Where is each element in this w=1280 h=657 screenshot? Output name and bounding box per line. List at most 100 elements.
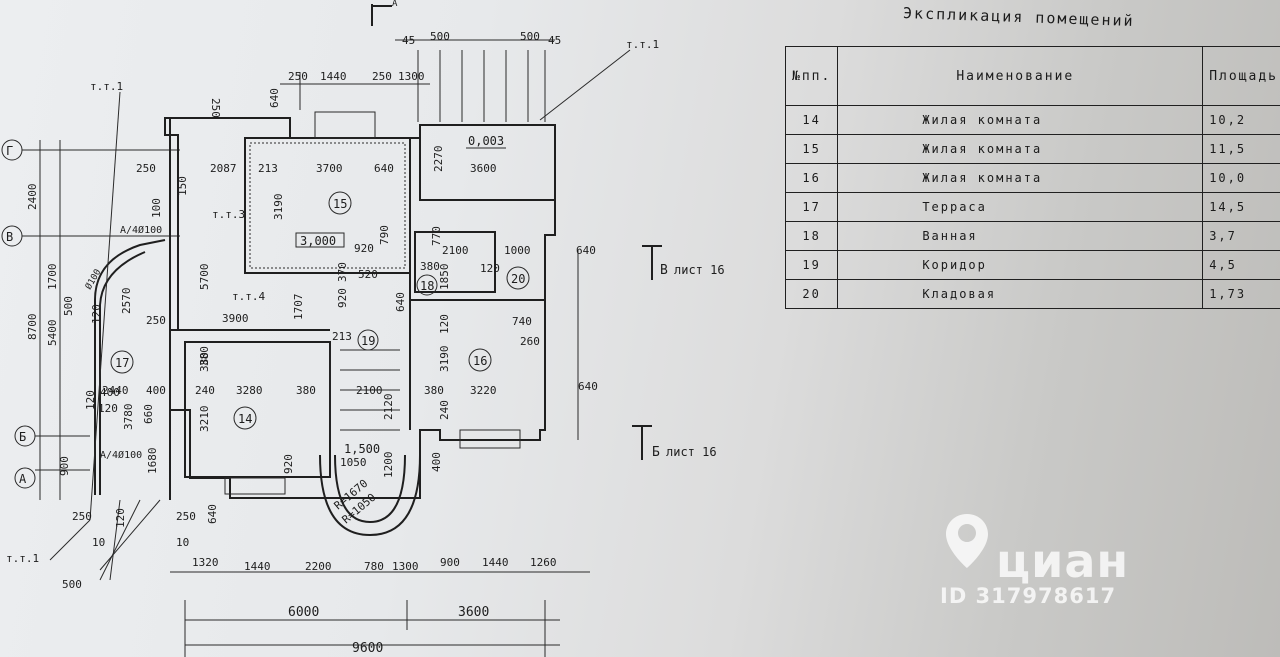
- dim-label: 920: [336, 288, 349, 308]
- dim-label: 10: [92, 536, 105, 549]
- dim-label: 640: [206, 504, 219, 524]
- dim-label: 2100: [356, 384, 383, 397]
- section-text: лист 16: [666, 445, 717, 459]
- dim-label: 213: [332, 330, 352, 343]
- dim-label: 1260: [530, 556, 557, 569]
- note-label: т.т.1: [6, 552, 39, 565]
- dim-label: 400: [146, 384, 166, 397]
- dim-label: 5700: [198, 264, 211, 291]
- dim-label: 1680: [146, 448, 159, 475]
- dim-label: 100: [150, 198, 163, 218]
- room-15-number: 15: [333, 197, 347, 211]
- dim-label: 640: [374, 162, 394, 175]
- watermark-listing-id: ID 317978617: [940, 584, 1117, 608]
- dim-top: 640: [268, 88, 281, 108]
- dim-label: 640: [394, 292, 407, 312]
- dim-label: 250: [146, 314, 166, 327]
- dim-label: 6000: [288, 605, 319, 620]
- row-name: Коридор: [837, 250, 1204, 280]
- dim-label: 2440: [102, 384, 129, 397]
- row-name: Кладовая: [837, 279, 1204, 309]
- room-15-level: 3,000: [300, 234, 336, 248]
- dim-top: 500: [520, 30, 540, 43]
- section-letter: В: [660, 263, 668, 278]
- dim-label: 380: [420, 260, 440, 273]
- room-20-number: 20: [511, 272, 525, 286]
- section-text: лист 16: [674, 263, 725, 277]
- terrace-width: 3600: [470, 162, 497, 175]
- interior-dimensions: 2087 213 640 250 150 100 920 790 520 370…: [98, 162, 540, 526]
- dim-label: 2100: [442, 244, 469, 257]
- dim-label: 3900: [222, 312, 249, 325]
- axis-label-b: Б: [19, 430, 26, 444]
- section-mark-b: Б лист 16: [632, 425, 717, 460]
- dim-label: 260: [520, 335, 540, 348]
- room-16: 3220 3190 16: [438, 346, 497, 398]
- explication-panel: Экспликация помещений №пп. Наименование …: [784, 0, 1280, 330]
- svg-text:A: A: [392, 0, 398, 9]
- header-number: №пп.: [784, 46, 839, 106]
- floor-plan-drawing: A Г В Б А: [1, 0, 725, 657]
- dim-label: 500: [62, 578, 82, 591]
- dim-top: 250: [209, 98, 222, 118]
- section-mark-v: В лист 16: [642, 245, 725, 280]
- dim-label: 2400: [26, 184, 39, 211]
- section-letter: Б: [652, 445, 660, 460]
- dim-label: 1320: [192, 556, 219, 569]
- dim-total: 9600: [352, 641, 383, 656]
- table-row: 20 Кладовая 1,73: [784, 279, 1280, 309]
- dim-label: 1,500: [344, 442, 380, 456]
- dim-label: 370: [336, 262, 349, 282]
- note-label: т.т.4: [232, 290, 265, 303]
- row-name: Ванная: [837, 221, 1204, 251]
- dim-label: 380: [424, 384, 444, 397]
- dim-label: 2087: [210, 162, 237, 175]
- dim-label: 120: [480, 262, 500, 275]
- dim-label: 1707: [292, 294, 305, 321]
- row-number: 14: [784, 105, 839, 135]
- table-row: 15 Жилая комната 11,5: [784, 134, 1280, 164]
- room-16-width: 3220: [470, 384, 497, 397]
- dim-label: 250: [72, 510, 92, 523]
- row-number: 17: [784, 192, 839, 222]
- row-number: 15: [784, 134, 839, 164]
- dim-label: 660: [142, 404, 155, 424]
- dim-label: 1000: [504, 244, 531, 257]
- dim-label: 5400: [46, 320, 59, 347]
- dim-label: 740: [512, 315, 532, 328]
- dim-top: 1440: [320, 70, 347, 83]
- dim-top: 500: [430, 30, 450, 43]
- room-18: 18: [416, 274, 438, 296]
- row-name: Жилая комната: [837, 105, 1204, 135]
- table-row: 18 Ванная 3,7: [784, 221, 1280, 251]
- dim-label: 240: [438, 400, 451, 420]
- pergola: [417, 50, 546, 122]
- table-header-row: №пп. Наименование Площадь: [784, 46, 1280, 106]
- dim-label: 790: [378, 225, 391, 245]
- row-area: 4,5: [1202, 250, 1280, 280]
- dim-label: 400: [430, 452, 443, 472]
- dim-label: 400: [100, 386, 120, 399]
- row-name: Жилая комната: [837, 134, 1204, 164]
- section-mark-top: A: [371, 0, 398, 26]
- room-16-number: 16: [473, 354, 487, 368]
- dim-label: 920: [282, 454, 295, 474]
- dim-label: 380: [198, 346, 211, 366]
- outer-walls: [94, 117, 556, 537]
- room-17-depth: 3780: [122, 404, 135, 431]
- room-17: 2570 3780 17: [110, 288, 135, 431]
- dim-label: 120: [98, 402, 118, 415]
- dim-label: 213: [258, 162, 278, 175]
- leader-lines: [49, 49, 631, 581]
- room-20: 20: [506, 266, 530, 290]
- dim-label: 3600: [458, 605, 489, 620]
- window-mark: А/4Ø100: [120, 224, 162, 236]
- terrace-level: 0,003: [468, 134, 504, 148]
- dim-label: 2120: [382, 394, 395, 421]
- dim-label: 380: [198, 352, 211, 372]
- room-16-depth: 3190: [438, 346, 451, 373]
- dim-label: 8700: [26, 314, 39, 341]
- row-area: 3,7: [1202, 221, 1280, 251]
- window-mark: А/4Ø100: [100, 449, 142, 461]
- terrace-depth: 2270: [432, 146, 445, 173]
